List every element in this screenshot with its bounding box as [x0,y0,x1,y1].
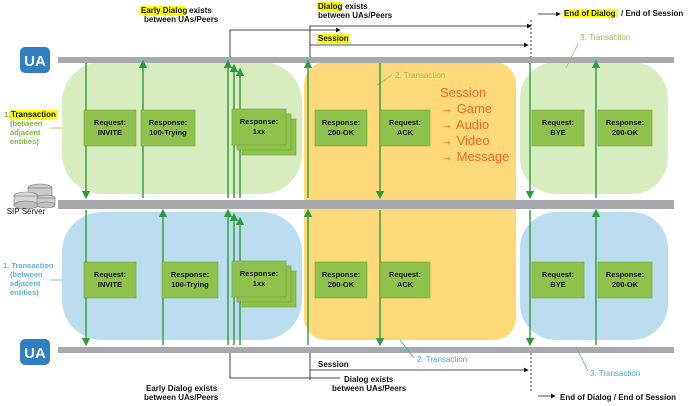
side-label-top: 1. Transaction (between adjacent entitie… [4,110,58,146]
box-bottom-1xx-l2: 1xx [253,279,266,288]
top-end: End of Dialog / End of Session [530,9,683,57]
box-top-invite-l1: Request: [94,118,126,127]
bottom-end-label: End of Dialog / End of Session [560,393,676,402]
box-top-ack-l2: ACK [397,128,414,137]
session-item-audio: → Audio [440,117,489,132]
box-bottom-ack: Request: ACK [379,261,431,299]
bottom-end: End of Dialog / End of Session [530,353,676,402]
box-top-100-l1: Response: [149,118,187,127]
side-bottom-line3: adjacent [10,279,41,288]
blue-panel-bottom-right [520,212,668,340]
session-list: Session → Game → Audio → Video → Message [440,85,509,164]
side-top-prefix: 1. [4,110,10,119]
box-bottom-invite-l2: INVITE [98,280,122,289]
box-bottom-ack-l2: ACK [397,280,414,289]
top-rail [58,57,674,63]
transaction-2-top: 2. Transaction [395,71,445,80]
box-top-bye-l2: BYE [550,128,565,137]
box-bottom-200-ok: Response: 200-OK [314,261,368,299]
box-bottom-1xx: Response: 1xx [231,260,287,298]
side-bottom-line1: 1. Transaction [3,261,54,270]
middle-rail [58,200,674,209]
side-bottom-line4: entities) [10,288,39,297]
arrows-top [81,59,601,200]
box-bottom-200b-l2: 200-OK [612,280,639,289]
transaction-3-top: 3. Transaction [580,33,630,42]
box-top-200-l2: 200-OK [328,128,355,137]
box-top-bye-l1: Request: [542,118,574,127]
box-bottom-ack-l1: Request: [389,270,421,279]
box-bottom-100-trying: Response: 100-Trying [161,261,219,299]
session-item-message: → Message [440,149,509,164]
box-bottom-invite: Request: INVITE [83,261,137,299]
bottom-early-dialog-line2: between UAs/Peers [144,393,219,402]
box-top-100-trying: Response: 100-Trying [140,109,196,147]
top-dialog-label: Dialog [318,2,343,11]
bottom-rail [58,347,674,353]
bottom-early-dialog: Early Dialog exists between UAs/Peers [144,384,219,402]
box-bottom-bye: Request: BYE [531,261,585,299]
bottom-early-dialog-line1: Early Dialog exists [146,384,218,393]
top-end-session: / End of Session [621,9,683,18]
side-top-line3: adjacent [10,128,41,137]
box-top-invite: Request: INVITE [83,109,137,147]
bottom-dialog: Dialog exists between UAs/Peers [229,353,407,393]
bottom-session: Session [310,360,529,373]
top-early-dialog-line2: between UAs/Peers [144,15,219,24]
box-bottom-1xx-l1: Response: [240,269,278,278]
box-top-ack: Request: ACK [379,109,431,147]
session-title: Session [440,85,486,100]
top-session: Session [310,34,529,48]
box-top-bye: Request: BYE [531,109,585,147]
box-bottom-200b-l1: Response: [606,270,644,279]
top-session-label: Session [318,34,349,43]
top-early-dialog-suffix: exists [189,6,212,15]
box-top-200b-l1: Response: [606,118,644,127]
ua-label-bottom: UA [24,345,46,362]
top-dialog-suffix: exists [345,2,368,11]
session-item-game: → Game [440,101,492,116]
box-top-1xx: Response: 1xx [231,108,287,146]
top-early-dialog-label: Early Dialog [141,6,187,15]
session-item-video: → Video [440,133,490,148]
box-bottom-200-l1: Response: [322,270,360,279]
top-dialog-line2: between UAs/Peers [318,11,393,20]
bottom-session-label: Session [318,360,349,369]
box-bottom-200-ok-2: Response: 200-OK [597,261,653,299]
side-label-bottom: 1. Transaction (between adjacent entitie… [3,261,54,297]
box-top-200-ok-2: Response: 200-OK [597,109,653,147]
sip-server-icon: SIP Server [7,183,56,216]
box-bottom-200-l2: 200-OK [328,280,355,289]
box-top-ack-l1: Request: [389,118,421,127]
box-top-invite-l2: INVITE [98,128,122,137]
box-bottom-invite-l1: Request: [94,270,126,279]
ua-label-top: UA [24,53,46,70]
bottom-dialog-line1: Dialog exists [344,375,394,384]
top-end-dialog: End of Dialog [564,9,616,18]
box-top-1xx-l2: 1xx [253,127,266,136]
transaction-3-bottom: 3. Transaction [590,369,640,378]
side-bottom-line2: (between [10,270,43,279]
box-bottom-100-l2: 100-Trying [171,280,209,289]
box-top-200-l1: Response: [322,118,360,127]
box-bottom-bye-l2: BYE [550,280,565,289]
box-top-100-l2: 100-Trying [149,128,187,137]
top-dialog: Dialog exists between UAs/Peers [309,2,532,57]
box-top-200-ok: Response: 200-OK [314,109,368,147]
ua-badge-top: UA [20,47,50,73]
ua-badge-bottom: UA [20,339,50,365]
transaction-2-bottom: 2. Transaction [417,355,467,364]
sip-server-label: SIP Server [7,207,46,216]
bottom-dialog-line2: between UAs/Peers [332,384,407,393]
box-bottom-bye-l1: Request: [542,270,574,279]
green-panel-top-right [520,62,668,194]
box-bottom-100-l1: Response: [171,270,209,279]
box-top-200b-l2: 200-OK [612,128,639,137]
side-top-line2: (between [10,119,43,128]
side-top-line4: entities) [10,137,39,146]
top-early-dialog: Early Dialog exists between UAs/Peers [140,6,341,57]
side-top-line1: Transaction [11,110,56,119]
box-top-1xx-l1: Response: [240,117,278,126]
